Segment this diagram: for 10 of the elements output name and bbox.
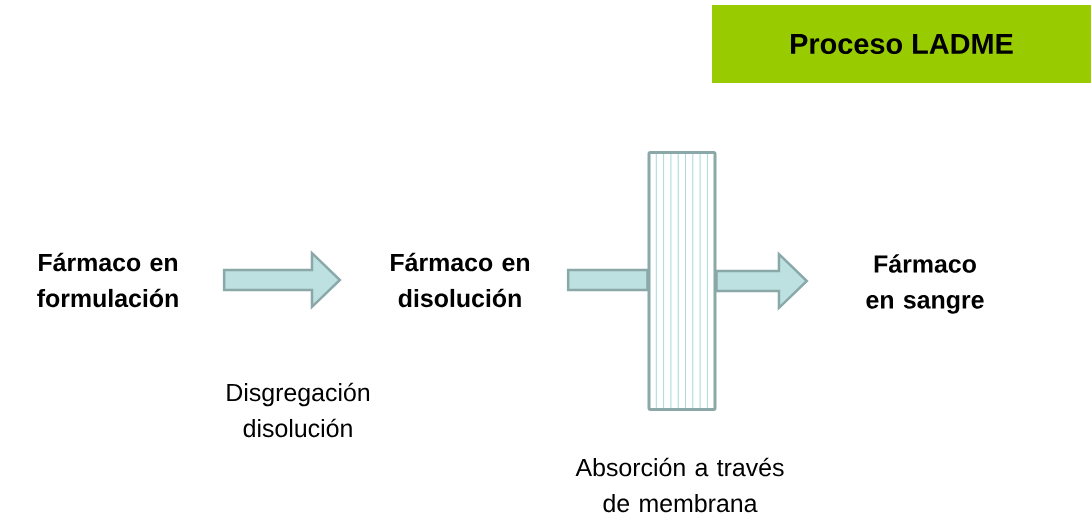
block-arrow bbox=[715, 251, 809, 311]
node-label: Fármaco en formulación bbox=[37, 252, 178, 308]
membrane-bar bbox=[647, 151, 717, 411]
block-arrow bbox=[222, 250, 342, 310]
title-banner: Proceso LADME bbox=[712, 5, 1091, 83]
block-arrow bbox=[566, 268, 649, 292]
step-label: Disgregación disolución bbox=[227, 382, 370, 438]
node-label: Fármaco en sangre bbox=[866, 254, 984, 314]
node-label: Fármaco en disolución bbox=[391, 252, 530, 308]
caption-text: Absorción a través de membrana bbox=[575, 457, 784, 513]
